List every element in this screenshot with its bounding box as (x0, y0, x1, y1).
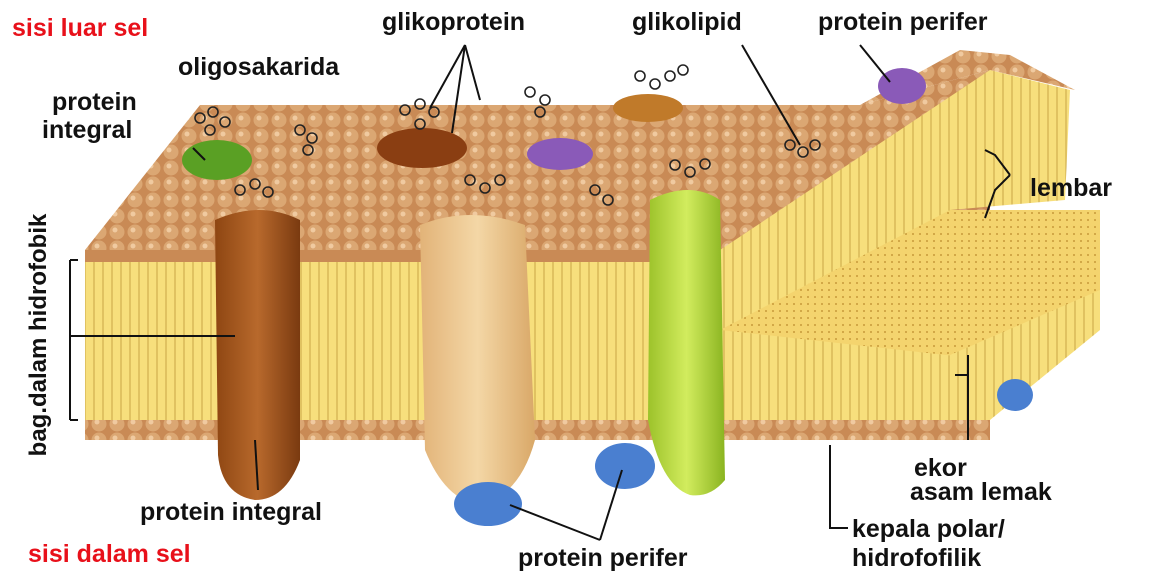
peripheral-protein-bottom-label: protein perifer (518, 546, 687, 571)
glycoprotein-brown (377, 128, 467, 168)
integral-protein-brown (215, 210, 300, 500)
hydrophobic-interior-label: bag.dalam hidrofobik (27, 214, 51, 457)
peripheral-protein-top-label: protein perifer (818, 10, 987, 35)
integral-protein-green (648, 190, 725, 495)
peripheral-protein-blue-1 (454, 482, 522, 526)
oligosaccharide-label: oligosakarida (178, 55, 339, 80)
integral-protein-left-label-line1: protein (52, 90, 137, 115)
integral-protein-bottom-label: protein integral (140, 500, 322, 525)
integral-protein-small-green (182, 140, 252, 180)
glycolipid-label: glikolipid (632, 10, 742, 35)
inside-cell-label: sisi dalam sel (28, 542, 191, 567)
glycoprotein-label: glikoprotein (382, 10, 525, 35)
sheet-label: lembar (1030, 176, 1112, 201)
peripheral-protein-purple-1 (527, 138, 593, 170)
integral-protein-left-label-line2: integral (42, 118, 132, 143)
peripheral-protein-purple-2 (878, 68, 926, 104)
polar-head-label-line2: hidrofofilik (852, 546, 981, 571)
fatty-acid-tail-label-line2: asam lemak (910, 480, 1052, 505)
outside-cell-label: sisi luar sel (12, 16, 148, 41)
integral-protein-tan (420, 215, 535, 505)
polar-head-label-line1: kepala polar/ (852, 517, 1005, 542)
peripheral-protein-blue-3 (997, 379, 1033, 411)
glycoprotein-amber (613, 94, 683, 122)
peripheral-protein-blue-2 (595, 443, 655, 489)
